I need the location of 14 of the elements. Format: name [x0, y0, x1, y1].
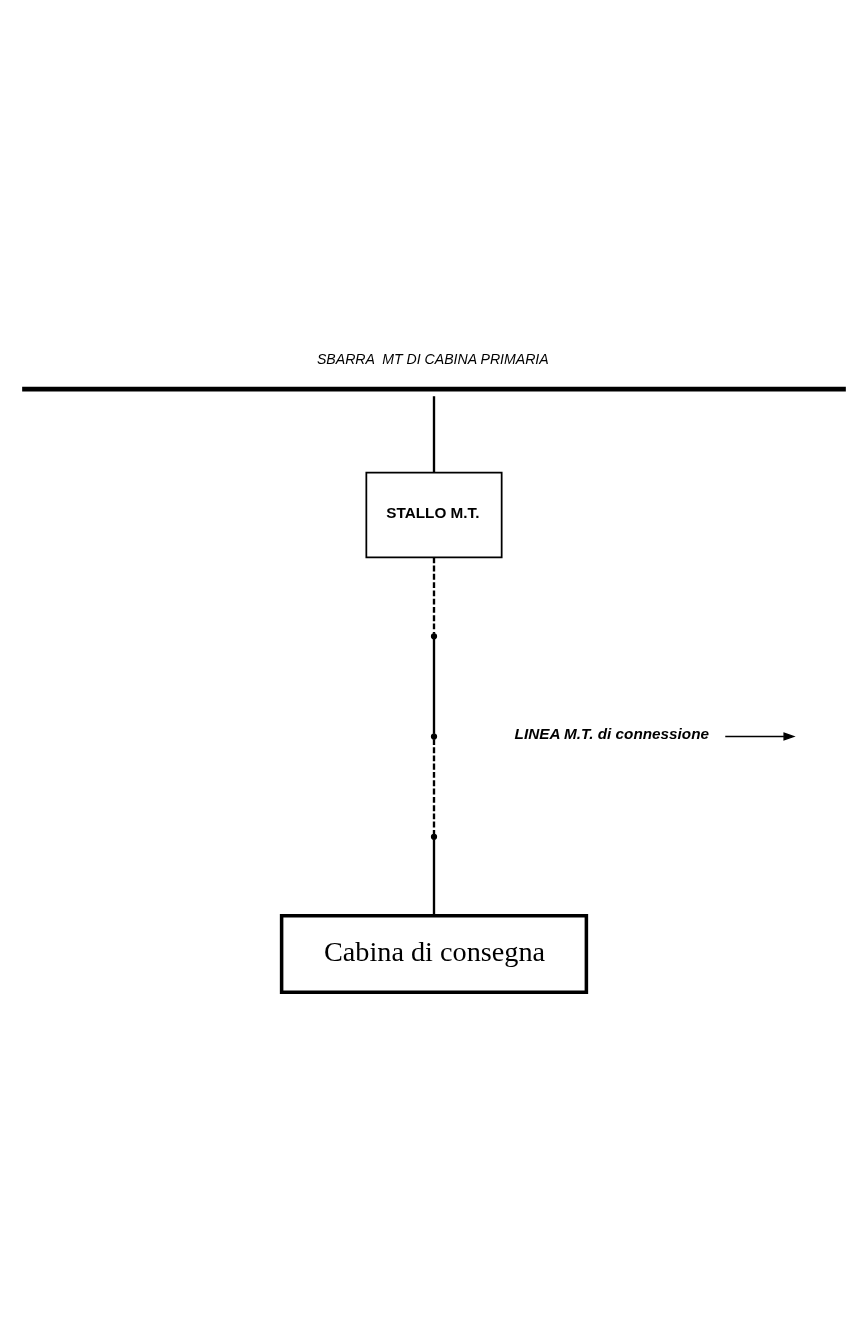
connector	[432, 839, 436, 916]
node-label: SBARRA MT DI CABINA PRIMARIA	[316, 350, 549, 367]
connector	[432, 638, 436, 734]
node-point	[430, 632, 438, 639]
connector	[432, 395, 436, 472]
node-box	[22, 386, 846, 391]
node-point	[430, 833, 438, 840]
connector	[432, 738, 436, 834]
node-box: STALLO M.T.	[365, 471, 503, 558]
connector	[432, 556, 436, 634]
node-text: LINEA M.T. di connessione	[514, 724, 710, 742]
node-point	[430, 732, 438, 740]
node-box: Cabina di consegna	[279, 913, 589, 994]
arrow	[724, 731, 796, 741]
